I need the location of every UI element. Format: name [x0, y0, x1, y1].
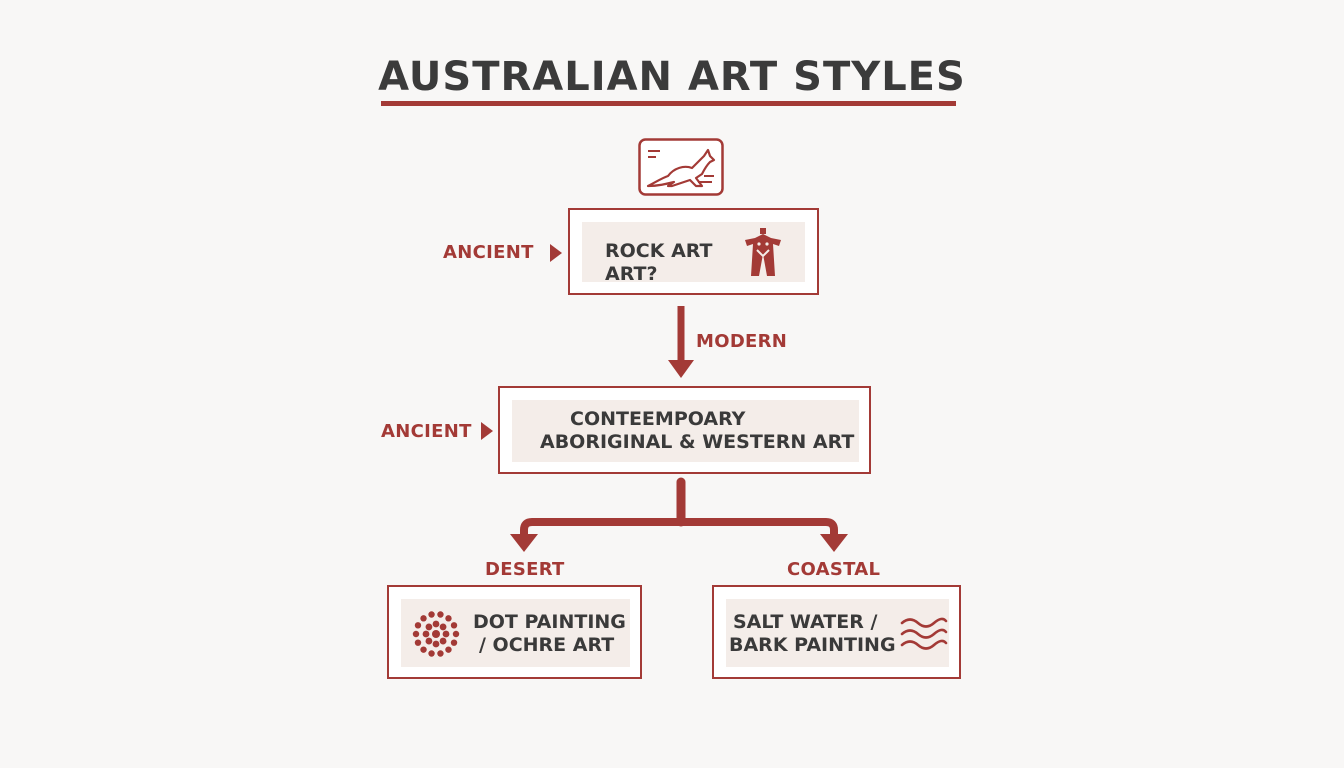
contemporary-line2: ABORIGINAL & WESTERN ART [540, 431, 855, 453]
rock-art-line2: ART? [605, 263, 658, 285]
salt-water-line2: BARK PAINTING [729, 634, 896, 656]
arrow-down-icon [667, 306, 695, 380]
dot-painting-line2: / OCHRE ART [479, 634, 615, 656]
contemporary-line1: CONTEEMPOARY [570, 408, 746, 430]
branch-connector [508, 477, 850, 554]
contemporary-node: CONTEEMPOARY ABORIGINAL & WESTERN ART [498, 386, 871, 474]
arrow-right-icon [481, 422, 493, 440]
desert-label: DESERT [485, 559, 565, 580]
kangaroo-icon [638, 138, 724, 196]
ancient-label-top: ANCIENT [443, 242, 534, 263]
salt-water-line1: SALT WATER / [733, 611, 878, 633]
arrow-right-icon [550, 244, 562, 262]
dot-circle-icon [407, 605, 465, 663]
title-underline [381, 101, 956, 106]
page-title: AUSTRALIAN ART STYLES [378, 54, 966, 100]
salt-water-node: SALT WATER / BARK PAINTING [712, 585, 961, 679]
modern-label: MODERN [696, 331, 788, 352]
dot-painting-line1: DOT PAINTING [473, 611, 626, 633]
rock-figure-icon [741, 228, 785, 278]
rock-art-line1: ROCK ART [605, 240, 713, 262]
waves-icon [900, 615, 948, 653]
rock-art-node: ROCK ART ART? [568, 208, 819, 295]
dot-painting-node: DOT PAINTING / OCHRE ART [387, 585, 642, 679]
ancient-label-mid: ANCIENT [381, 421, 472, 442]
coastal-label: COASTAL [787, 559, 881, 580]
